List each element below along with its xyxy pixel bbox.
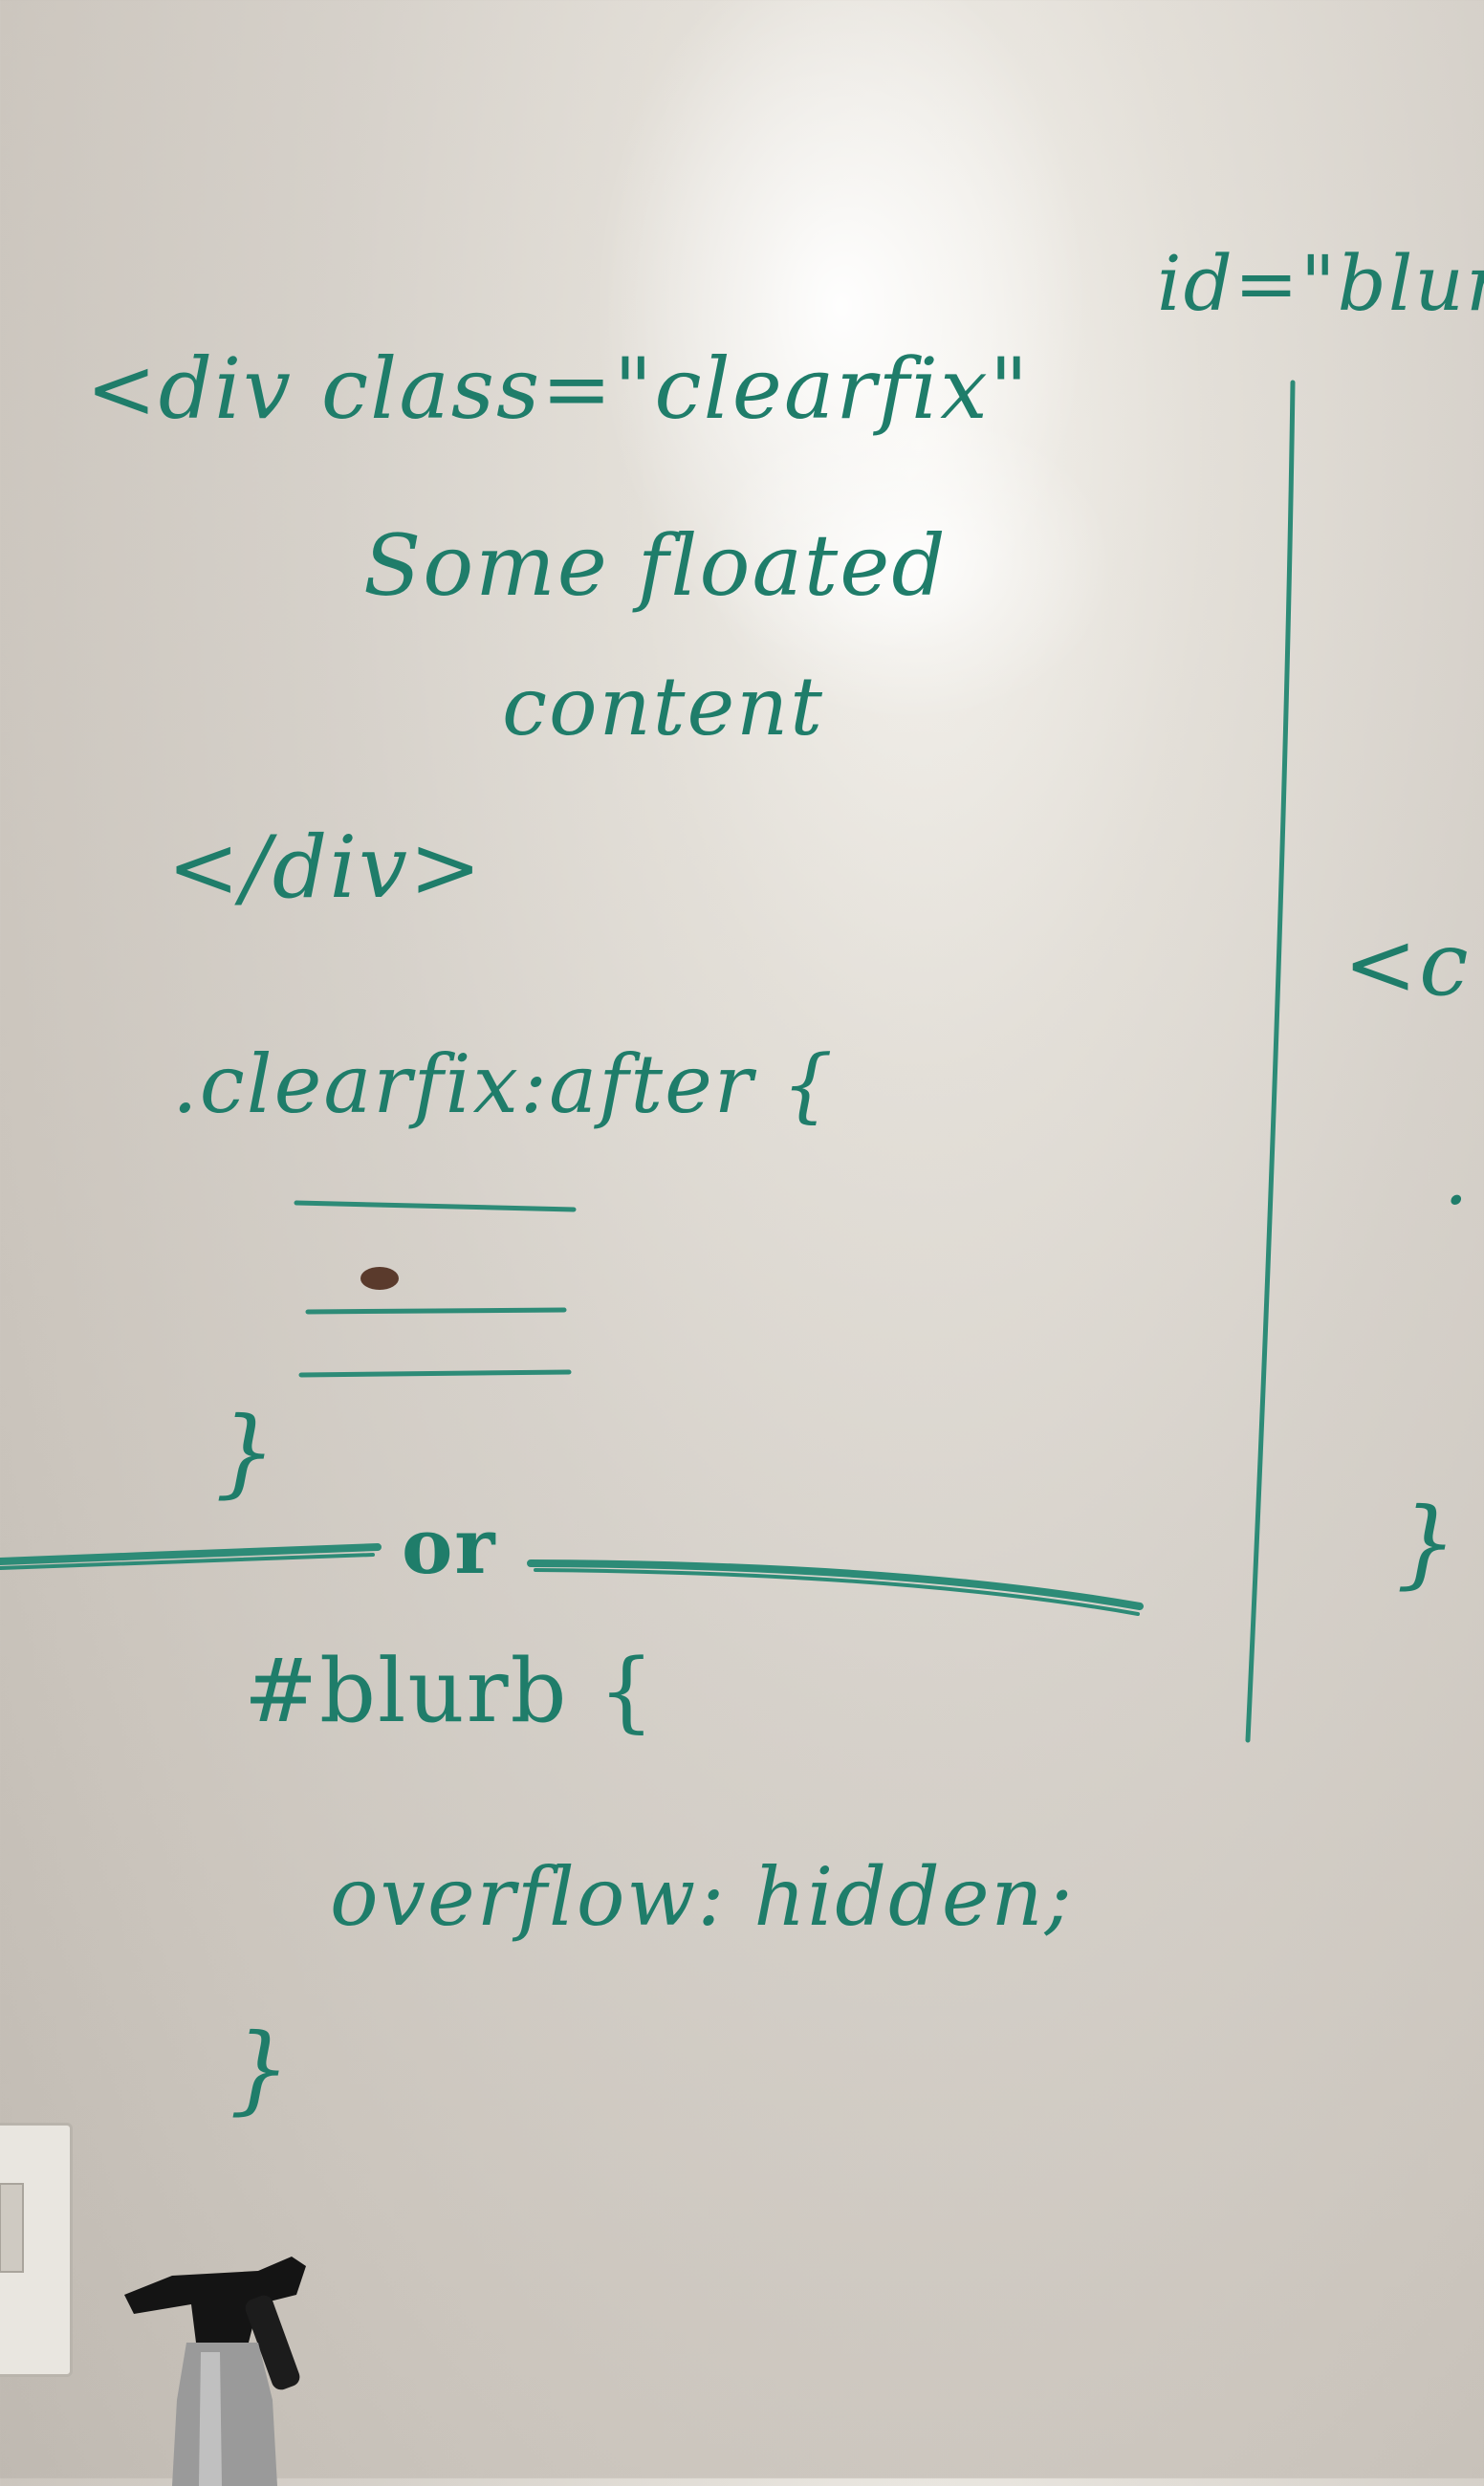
placeholder-dash-1 <box>294 1200 577 1212</box>
right-fragment-2: . <box>1444 1133 1471 1222</box>
spray-bottle <box>124 2257 306 2486</box>
right-fragment-3: } <box>1396 1487 1459 1599</box>
divider-left <box>0 1543 382 1565</box>
blurb-declaration: overflow: hidden; <box>330 1850 1074 1944</box>
content-line-2: content <box>502 660 825 753</box>
divider-right-2 <box>534 1568 1140 1616</box>
placeholder-dash-2 <box>305 1307 567 1315</box>
content-line-1: Some floated <box>363 516 948 615</box>
close-div-line: </div> <box>167 818 484 918</box>
rule-selector: .clearfix:after { <box>172 1037 836 1131</box>
top-right-fragment: id="blurb <box>1157 239 1484 328</box>
wall-outlet <box>0 2123 73 2377</box>
open-div-line: <div class="clearfix" <box>86 339 1031 438</box>
rule-close-2: } <box>229 2013 293 2125</box>
right-fragment-1: <c <box>1343 913 1471 1015</box>
blurb-selector: #blurb { <box>244 1640 657 1742</box>
placeholder-dash-3 <box>298 1369 572 1378</box>
brown-dot <box>360 1267 399 1290</box>
outlet-slot <box>0 2183 24 2273</box>
divider-label: or <box>402 1501 497 1591</box>
divider-left-2 <box>0 1553 375 1570</box>
divider-right <box>527 1559 1144 1610</box>
vertical-divider-line <box>1245 380 1296 1743</box>
rule-close-1: } <box>215 1396 278 1508</box>
